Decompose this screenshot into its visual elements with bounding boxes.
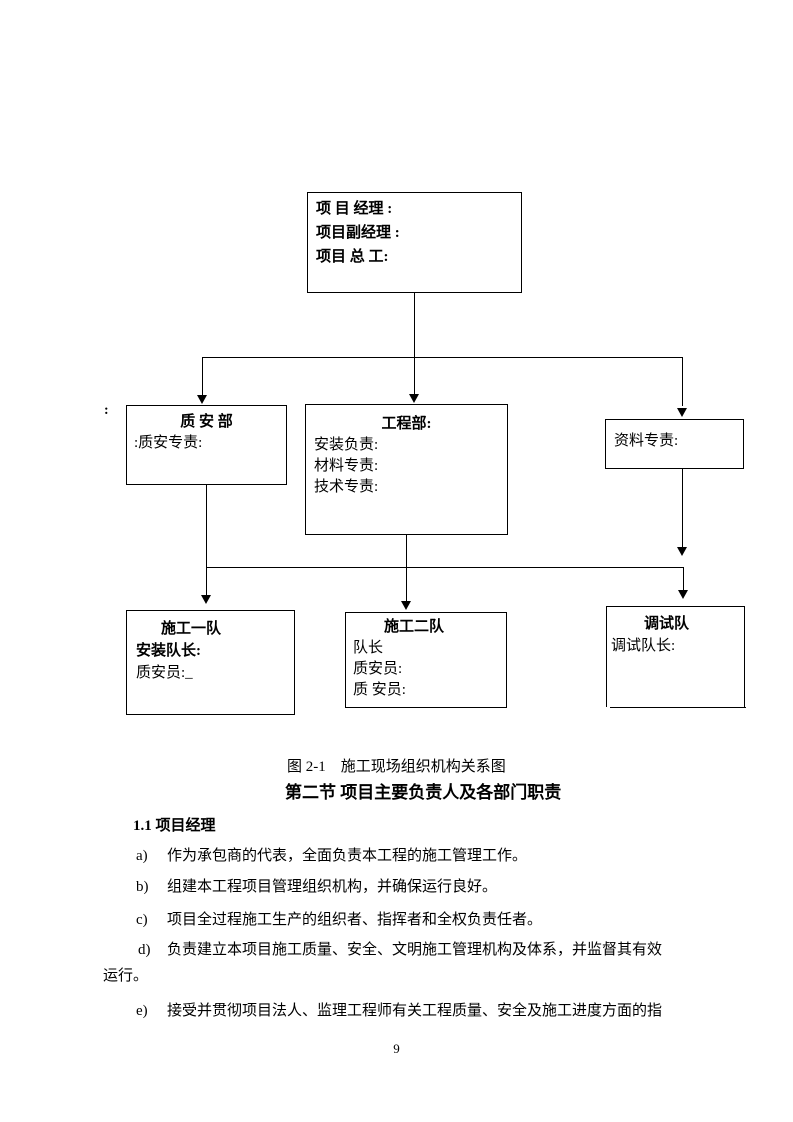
org-box-line: 项目 总 工:: [316, 249, 389, 265]
org-box-title: 施工一队: [161, 621, 222, 637]
org-box-line: :质安专责:: [134, 435, 203, 451]
org-box-engineering-dept: 工程部: 安装负责: 材料专责: 技术专责:: [305, 404, 508, 535]
org-box-line: 质安员:_: [136, 665, 193, 681]
org-box-title: 调试队: [644, 616, 690, 632]
list-text: 负责建立本项目施工质量、安全、文明施工管理机构及体系，并监督其有效: [167, 942, 663, 958]
arrowhead-icon: [201, 595, 211, 604]
org-box-line: 材料专责:: [314, 458, 379, 474]
list-marker: c): [136, 912, 148, 928]
list-marker: a): [136, 848, 148, 864]
figure-caption: 图 2-1 施工现场组织机构关系图: [287, 759, 506, 775]
list-text: 项目全过程施工生产的组织者、指挥者和全权负责任者。: [167, 912, 543, 928]
org-box-construction-team-1: 施工一队 安装队长: 质安员:_: [126, 610, 295, 715]
connector-line: [683, 567, 684, 590]
org-box-title: 质 安 部: [180, 414, 233, 430]
list-text: 组建本工程项目管理组织机构，并确保运行良好。: [167, 879, 498, 895]
org-box-quality-safety-dept: 质 安 部 :质安专责:: [126, 405, 287, 485]
connector-line: [206, 485, 207, 595]
connector-line: [202, 357, 203, 395]
list-marker: d): [138, 942, 151, 958]
list-marker: b): [136, 879, 149, 895]
connector-line: [202, 357, 683, 358]
list-text: 接受并贯彻项目法人、监理工程师有关工程质量、安全及施工进度方面的指: [167, 1003, 663, 1019]
subsection-heading: 1.1 项目经理: [133, 818, 216, 834]
arrowhead-icon: [677, 547, 687, 556]
connector-line: [206, 567, 683, 568]
org-box-title: 施工二队: [384, 619, 445, 635]
org-box-line: 安装负责:: [314, 437, 379, 453]
connector-line: [406, 535, 407, 601]
org-box-line: 调试队长:: [611, 638, 676, 654]
section-heading: 第二节 项目主要负责人及各部门职责: [285, 783, 562, 802]
list-marker: e): [136, 1003, 148, 1019]
org-box-line: 技术专责:: [314, 479, 379, 495]
org-box-title: 工程部:: [381, 416, 432, 432]
org-box-documentation: 资料专责:: [605, 419, 744, 469]
arrowhead-icon: [678, 590, 688, 599]
list-item: d) 负责建立本项目施工质量、安全、文明施工管理机构及体系，并监督其有效: [138, 938, 662, 959]
org-box-line: 质 安员:: [353, 682, 406, 698]
list-item: a) 作为承包商的代表，全面负责本工程的施工管理工作。: [136, 844, 527, 865]
org-box-construction-team-2: 施工二队 队长 质安员: 质 安员:: [345, 612, 507, 708]
arrowhead-icon: [409, 394, 419, 403]
arrowhead-icon: [677, 408, 687, 417]
org-box-line: 质安员:: [353, 661, 403, 677]
stray-colon-text: :: [104, 403, 109, 418]
box-bottom-line: [610, 707, 746, 708]
connector-line: [682, 357, 683, 406]
arrowhead-icon: [197, 395, 207, 404]
list-item: e) 接受并贯彻项目法人、监理工程师有关工程质量、安全及施工进度方面的指: [136, 999, 662, 1020]
connector-line: [682, 469, 683, 547]
list-item-continuation: 运行。: [103, 968, 149, 984]
org-box-project-manager: 项 目 经理 : 项目副经理 : 项目 总 工:: [307, 192, 522, 293]
org-box-debug-team: 调试队 调试队长:: [606, 606, 745, 707]
list-item: b) 组建本工程项目管理组织机构，并确保运行良好。: [136, 875, 497, 896]
connector-line: [414, 293, 415, 357]
org-box-line: 项 目 经理 :: [316, 201, 393, 217]
list-text: 作为承包商的代表，全面负责本工程的施工管理工作。: [167, 848, 528, 864]
org-box-line: 安装队长:: [136, 643, 201, 659]
connector-line: [414, 357, 415, 394]
org-box-line: 队长: [353, 640, 384, 656]
org-box-line: 资料专责:: [614, 433, 679, 449]
page-number: 9: [393, 1041, 400, 1056]
org-box-line: 项目副经理 :: [316, 225, 400, 241]
list-item: c) 项目全过程施工生产的组织者、指挥者和全权负责任者。: [136, 908, 542, 929]
arrowhead-icon: [401, 601, 411, 610]
